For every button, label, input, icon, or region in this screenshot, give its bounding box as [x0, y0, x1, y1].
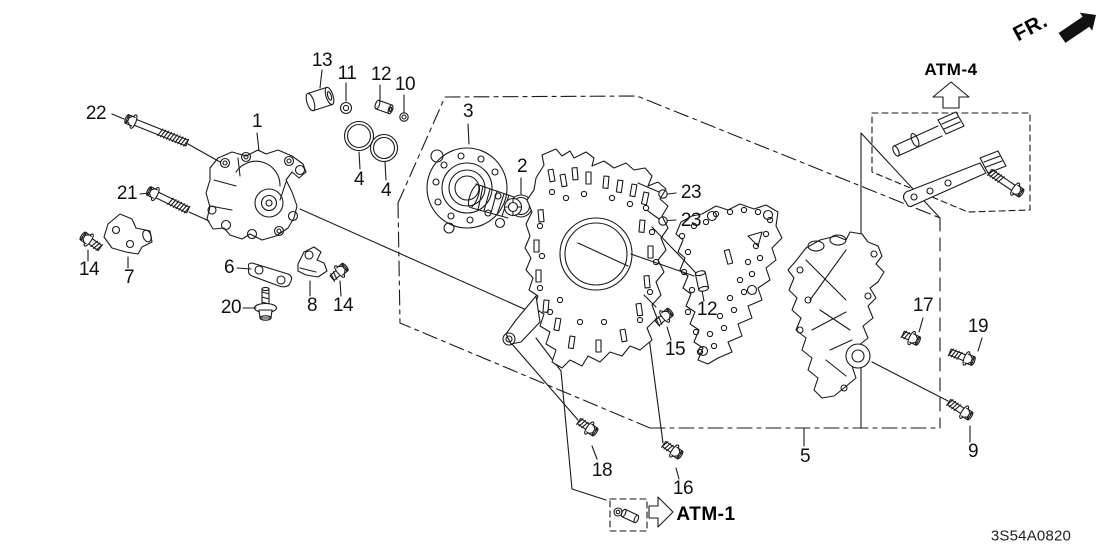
- bolt-14-left: [78, 229, 105, 254]
- pin-part-12-upper: [374, 100, 394, 115]
- atm4-dashed-box: [872, 113, 1030, 212]
- separator-plate: [676, 204, 782, 364]
- callout-21: 21: [116, 183, 138, 204]
- screw-part-20: [255, 287, 277, 320]
- ref-label-atm1: ATM-1: [676, 504, 736, 525]
- oil-pump-assembly-part-1: [206, 150, 306, 240]
- dowel-pin-part-12: [695, 270, 709, 292]
- callout-12: 12: [696, 299, 718, 320]
- callout-23: 23: [680, 210, 702, 231]
- callout-11: 11: [337, 63, 357, 84]
- washer-part-11: [341, 103, 352, 114]
- atm1-pin-set: [614, 508, 640, 523]
- clamp-part-8: [298, 247, 327, 277]
- callout-22: 22: [85, 103, 107, 124]
- callout-23: 23: [680, 182, 702, 203]
- callout-4: 4: [380, 180, 392, 201]
- chain-case-arm: [788, 232, 884, 398]
- atm4-joint-pipe: [891, 112, 964, 157]
- callout-18: 18: [591, 460, 613, 481]
- callout-16: 16: [672, 478, 694, 499]
- atm4-arrow-icon: [933, 82, 969, 108]
- callout-9: 9: [967, 441, 979, 462]
- bolt-17: [900, 327, 923, 348]
- main-valve-body: [503, 149, 668, 368]
- callout-3: 3: [462, 101, 474, 122]
- callout-7: 7: [123, 267, 135, 288]
- pump-cover-part-3: [427, 148, 522, 233]
- bolt-19: [947, 345, 977, 368]
- bolt-21: [144, 184, 191, 217]
- o-ring-part-4a: [345, 122, 374, 151]
- callout-15: 15: [664, 339, 686, 360]
- atm4-stay-bracket: [904, 151, 1007, 207]
- explosion-axis-lines: [300, 209, 948, 500]
- ref-label-atm4: ATM-4: [924, 60, 978, 79]
- bolt-18: [575, 415, 601, 439]
- atm1-arrow-icon: [649, 497, 673, 527]
- callout-14: 14: [78, 259, 100, 280]
- atm1-dashed-box: [610, 499, 647, 531]
- callout-17: 17: [912, 295, 934, 316]
- callout-6: 6: [223, 257, 235, 278]
- orifice-part-23a: [659, 190, 676, 198]
- nut-part-10: [400, 113, 408, 121]
- bolt-atm4-stay: [986, 166, 1027, 200]
- collar-part-13: [304, 86, 335, 111]
- diagram-code: 3S54A0820: [990, 527, 1072, 545]
- bolt-22: [123, 112, 190, 150]
- callout-14: 14: [332, 295, 354, 316]
- bolt-14-right: [327, 260, 351, 283]
- fr-direction-arrow-icon: [1058, 12, 1096, 43]
- plate-part-6: [248, 263, 291, 287]
- bolt-16: [660, 438, 686, 462]
- callout-19: 19: [967, 316, 989, 337]
- orifice-part-23b: [659, 217, 676, 225]
- callout-13: 13: [311, 50, 333, 71]
- callout-8: 8: [306, 295, 318, 316]
- callout-5: 5: [799, 446, 811, 467]
- o-ring-part-4b: [371, 135, 398, 162]
- callout-1: 1: [251, 111, 263, 132]
- callout-2: 2: [516, 156, 528, 177]
- bolt-15: [652, 305, 676, 328]
- leader-lines: [88, 70, 982, 479]
- bolt-9: [945, 396, 975, 423]
- bracket-part-7: [104, 214, 153, 254]
- callout-10: 10: [394, 74, 416, 95]
- callout-12: 12: [370, 64, 392, 85]
- callout-4: 4: [353, 169, 365, 190]
- callout-20: 20: [220, 297, 242, 318]
